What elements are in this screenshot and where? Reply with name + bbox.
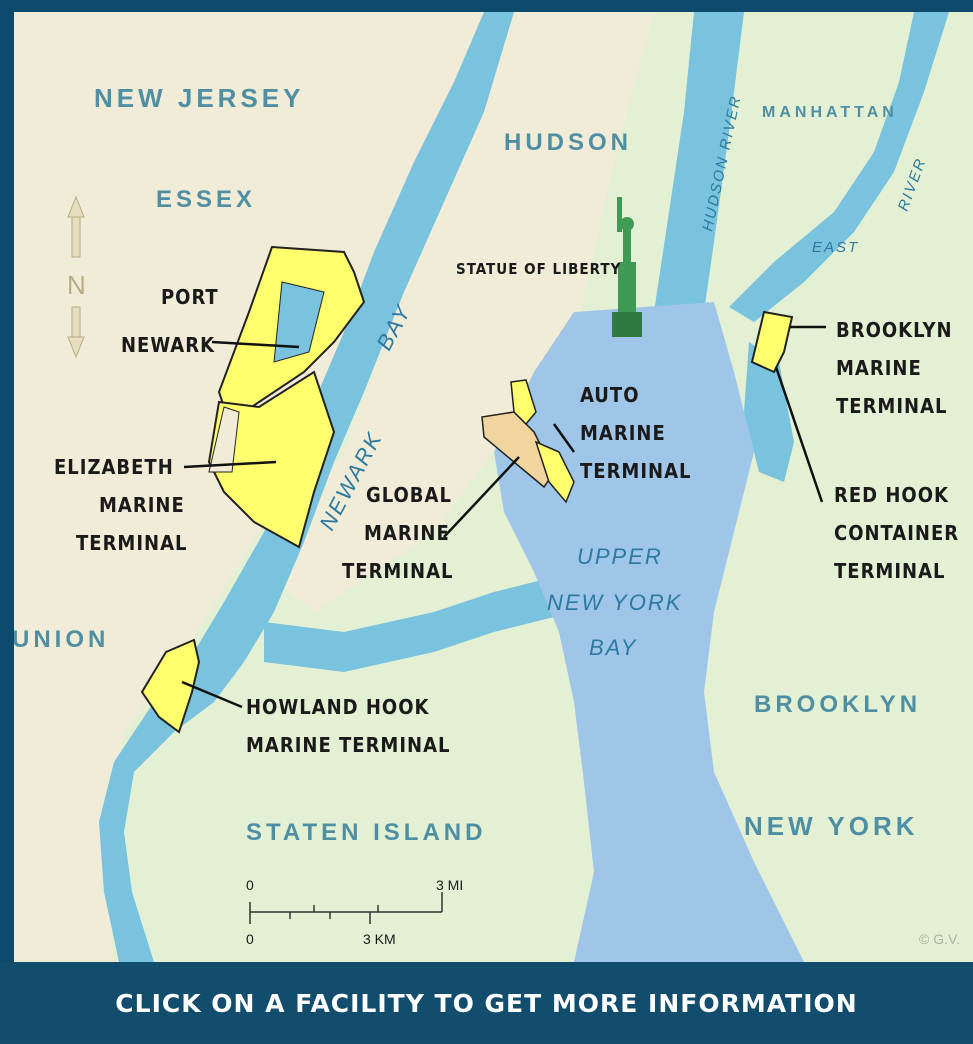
label-statue-of-liberty: STATUE OF LIBERTY: [456, 260, 621, 278]
label-essex: ESSEX: [156, 186, 256, 213]
elizabeth-line-2: MARINE: [99, 493, 185, 517]
label-brooklyn-marine: BROOKLYN MARINE TERMINAL: [836, 318, 953, 418]
auto-marine-terminal[interactable]: [510, 379, 575, 504]
elizabeth-line-3: TERMINAL: [76, 531, 187, 555]
auto-line-3: TERMINAL: [580, 459, 691, 483]
label-global: GLOBAL MARINE TERMINAL: [342, 483, 453, 583]
gowanus: [744, 342, 794, 482]
red-hook-line-3: TERMINAL: [834, 559, 945, 583]
nj-land-hudson: [264, 12, 654, 612]
port-map: NEW JERSEY ESSEX HUDSON MANHATTAN UNION …: [14, 12, 973, 962]
elizabeth-line-1: ELIZABETH: [54, 455, 174, 479]
global-line-3: TERMINAL: [342, 559, 453, 583]
footer-instruction: CLICK ON A FACILITY TO GET MORE INFORMAT…: [115, 988, 858, 1018]
hudson-river: [654, 12, 744, 312]
label-new-york: NEW YORK: [744, 811, 919, 841]
elizabeth-marine-terminal[interactable]: [207, 370, 336, 549]
upper-ny-bay: [494, 302, 804, 962]
map-canvas: NEW JERSEY ESSEX HUDSON MANHATTAN UNION …: [14, 12, 973, 962]
auto-line-1: AUTO: [580, 383, 640, 407]
brooklyn-marine-terminal[interactable]: [750, 310, 794, 374]
red-hook-line-2: CONTAINER: [834, 521, 959, 545]
scale-mi: 3 MI: [436, 877, 463, 893]
label-bay-2: BAY: [589, 635, 637, 660]
red-hook-line-1: RED HOOK: [834, 483, 949, 507]
scale-bar: 0 3 MI 0 3 KM: [246, 877, 463, 947]
label-staten-island: STATEN ISLAND: [246, 819, 486, 846]
label-port-newark: PORT NEWARK: [121, 285, 219, 357]
copyright: © G.V.: [919, 931, 960, 947]
label-new-jersey: NEW JERSEY: [94, 83, 305, 113]
footer-bar: CLICK ON A FACILITY TO GET MORE INFORMAT…: [0, 962, 973, 1044]
leader-lines: [181, 325, 826, 709]
label-elizabeth: ELIZABETH MARINE TERMINAL: [54, 455, 187, 555]
label-new-york-bay: NEW YORK: [547, 590, 682, 615]
label-east: EAST: [812, 239, 859, 256]
port-newark-line-1: PORT: [161, 285, 219, 309]
brooklyn-line-3: TERMINAL: [836, 394, 947, 418]
brooklyn-line-1: BROOKLYN: [836, 318, 953, 342]
global-line-1: GLOBAL: [366, 483, 452, 507]
label-hudson: HUDSON: [504, 129, 632, 156]
auto-line-2: MARINE: [580, 421, 666, 445]
label-auto: AUTO MARINE TERMINAL: [580, 383, 691, 483]
global-line-2: MARINE: [364, 521, 450, 545]
statue-of-liberty-icon: [612, 197, 642, 337]
scale-km: 3 KM: [363, 931, 396, 947]
label-red-hook: RED HOOK CONTAINER TERMINAL: [834, 483, 959, 583]
east-river: [729, 12, 949, 322]
label-brooklyn: BROOKLYN: [754, 691, 921, 718]
label-union: UNION: [14, 626, 109, 653]
compass-n: N: [67, 270, 86, 300]
howland-line-2: MARINE TERMINAL: [246, 733, 450, 757]
brooklyn-line-2: MARINE: [836, 356, 922, 380]
label-upper: UPPER: [577, 544, 663, 569]
scale-zero-bottom: 0: [246, 931, 254, 947]
label-manhattan: MANHATTAN: [762, 104, 898, 121]
north-arrow-icon: N: [67, 195, 86, 359]
howland-hook-marine-terminal[interactable]: [140, 638, 201, 734]
port-newark-line-2: NEWARK: [121, 333, 215, 357]
kill-van-kull: [264, 572, 574, 672]
port-newark-terminal[interactable]: [217, 245, 366, 424]
scale-zero-top: 0: [246, 877, 254, 893]
label-howland-hook: HOWLAND HOOK MARINE TERMINAL: [246, 695, 450, 757]
howland-line-1: HOWLAND HOOK: [246, 695, 430, 719]
